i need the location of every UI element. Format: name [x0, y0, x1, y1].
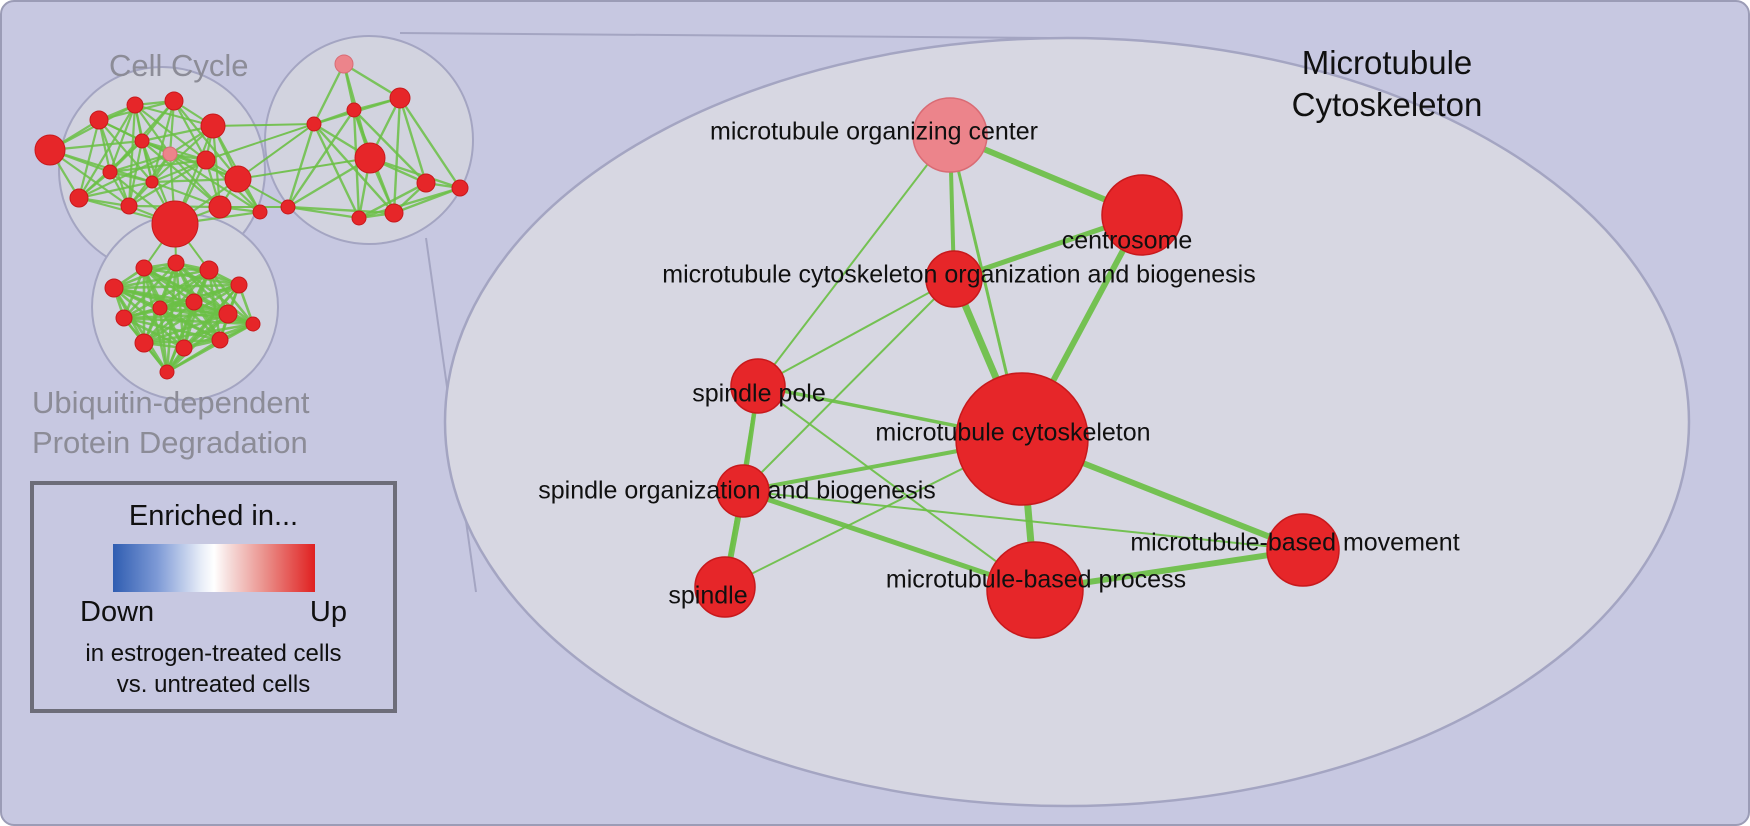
zoom-label-mt-process: microtubule-based process [886, 566, 1186, 594]
legend-title: Enriched in... [128, 500, 299, 532]
zoom-label-mt-cytoskeleton: microtubule cytoskeleton [875, 419, 1150, 447]
zoom-label-spindle-org: spindle organization and biogenesis [538, 477, 936, 505]
legend-subtitle-2: vs. untreated cells [116, 671, 311, 698]
overview-node [252, 204, 268, 220]
zoom-label-mt-cyto-org: microtubule cytoskeleton organization an… [662, 261, 1255, 289]
zoom-edge-spindle-org--mt-process [742, 488, 1036, 593]
overview-node [384, 203, 404, 223]
overview-node [167, 254, 185, 272]
cluster-label-ubiquitin-line-2: Protein Degradation [32, 425, 308, 460]
legend-up-label: Up [309, 596, 347, 628]
overview-node [280, 199, 296, 215]
overview-node [69, 188, 89, 208]
overview-node [389, 87, 411, 109]
zoom-label-spindle: spindle [668, 582, 747, 610]
zoom-node-moc [912, 97, 988, 173]
overview-node [89, 110, 109, 130]
legend-down-label: Down [80, 596, 155, 628]
overview-node [218, 304, 238, 324]
overview-node [196, 150, 216, 170]
overview-node [211, 331, 229, 349]
cluster-label-ubiquitin: Ubiquitin-dependent Protein Degradation [32, 383, 310, 463]
zoom-edge-mt-cyto-org--spindle-org [742, 278, 955, 492]
overview-nodes [34, 54, 469, 380]
overview-node [306, 116, 322, 132]
overview-node [162, 146, 178, 162]
legend-subtitle-1: in estrogen-treated cells [85, 640, 342, 667]
zoom-node-spindle-pole [730, 358, 786, 414]
overview-node [159, 364, 175, 380]
overview-node [208, 195, 232, 219]
cluster-label-cell-cycle: Cell Cycle [109, 48, 249, 83]
zoom-edge-spindle-org--mt-movement [742, 490, 1304, 551]
overview-node [134, 333, 154, 353]
overview-node [104, 278, 124, 298]
zoom-label-spindle-pole: spindle pole [692, 380, 825, 408]
overview-node [230, 276, 248, 294]
overview-node [175, 339, 193, 357]
zoom-label-moc: microtubule organizing center [710, 118, 1038, 146]
overview-node [346, 102, 362, 118]
overview-node [354, 142, 386, 174]
overview-node [164, 91, 184, 111]
zoom-node-mt-cyto-org [925, 250, 983, 308]
legend-gradient-bar [112, 544, 315, 592]
zoom-label-centrosome: centrosome [1062, 227, 1193, 255]
legend: Enriched in... Down Up in estrogen-treat… [30, 481, 397, 713]
zoom-edge-moc--spindle-pole [757, 134, 951, 387]
overview-node [115, 309, 133, 327]
overview-node [152, 300, 168, 316]
overview-node [151, 200, 199, 248]
legend-endpoint-labels: Down Up [34, 596, 393, 629]
zoom-cluster-title: Microtubule Cytoskeleton [1257, 42, 1517, 126]
overview-node [199, 260, 219, 280]
zoom-node-spindle [694, 556, 756, 618]
overview-node [200, 113, 226, 139]
overview-node [126, 96, 144, 114]
overview-node [334, 54, 354, 74]
cluster-label-ubiquitin-line-1: Ubiquitin-dependent [32, 385, 310, 420]
zoom-node-centrosome [1101, 174, 1183, 256]
overview-node [145, 175, 159, 189]
overview-node [185, 293, 203, 311]
overview-node [245, 316, 261, 332]
overview-node [416, 173, 436, 193]
zoom-edge-spindle-pole--mt-process [757, 385, 1036, 591]
lens-line-1 [399, 32, 1050, 39]
zoom-node-mt-movement [1266, 513, 1340, 587]
title-line-2: Cytoskeleton [1291, 86, 1483, 123]
overview-node [34, 134, 66, 166]
overview-node [120, 197, 138, 215]
zoom-node-spindle-org [716, 464, 770, 518]
zoom-label-mt-movement: microtubule-based movement [1130, 529, 1459, 557]
zoom-edge-mt-cyto-org--spindle-pole [757, 278, 955, 387]
title-line-1: Microtubule [1301, 44, 1473, 81]
overview-node [134, 133, 150, 149]
overview-node [451, 179, 469, 197]
zoom-node-mt-cytoskeleton [955, 372, 1089, 506]
overview-node [224, 165, 252, 193]
overview-node [135, 259, 153, 277]
zoom-node-mt-process [986, 541, 1084, 639]
overview-node [351, 210, 367, 226]
overview-node [102, 164, 118, 180]
